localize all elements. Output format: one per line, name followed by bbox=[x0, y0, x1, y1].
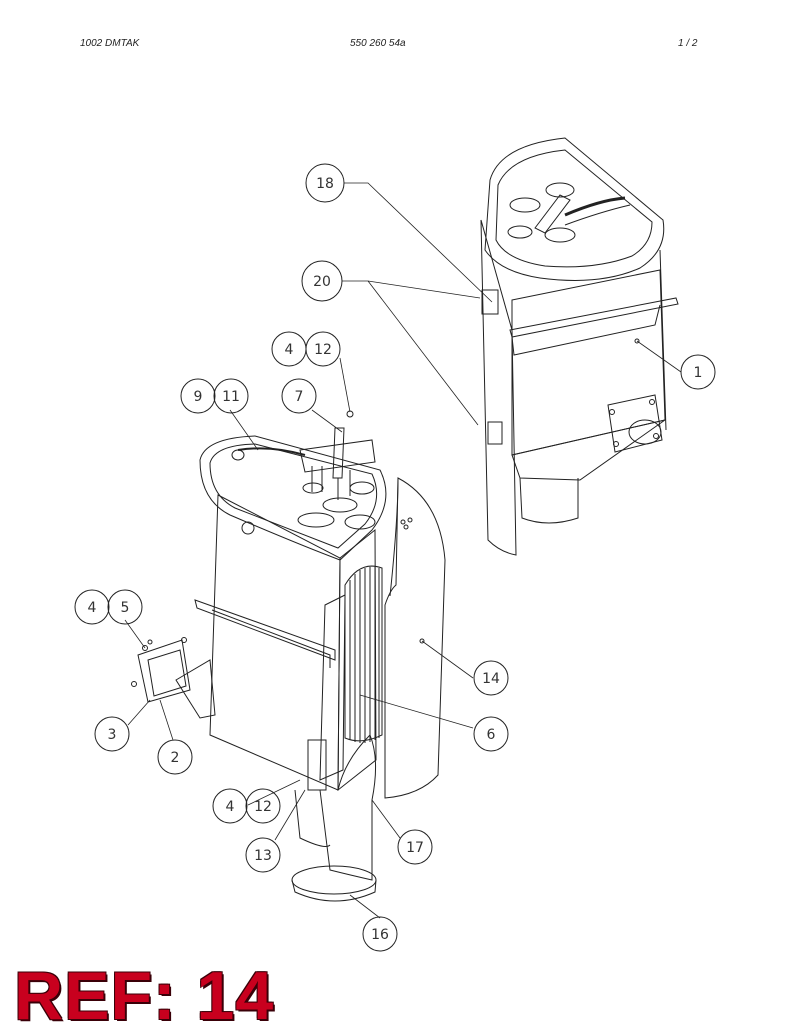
exploded-housing bbox=[131, 410, 446, 902]
svg-text:1: 1 bbox=[694, 365, 703, 381]
outlet-pipe bbox=[519, 477, 579, 524]
svg-text:4: 4 bbox=[88, 600, 97, 616]
balloon-14: 14 bbox=[473, 660, 509, 696]
svg-text:14: 14 bbox=[482, 671, 500, 687]
filter-cartridge bbox=[344, 565, 383, 743]
assembled-filter-unit bbox=[480, 137, 679, 556]
hinge-plate bbox=[307, 739, 327, 791]
balloon-4-bottom: 4 bbox=[212, 788, 248, 824]
svg-text:4: 4 bbox=[285, 342, 294, 358]
svg-text:12: 12 bbox=[314, 342, 332, 358]
svg-text:17: 17 bbox=[406, 840, 424, 856]
svg-text:6: 6 bbox=[487, 727, 496, 743]
header-doc-code: 1002 DMTAK bbox=[80, 38, 140, 49]
balloon-3: 3 bbox=[94, 716, 130, 752]
svg-text:7: 7 bbox=[295, 389, 304, 405]
svg-text:16: 16 bbox=[371, 927, 389, 943]
balloon-17: 17 bbox=[397, 829, 433, 865]
body-left-panel bbox=[480, 219, 517, 556]
top-cap bbox=[484, 137, 665, 281]
access-cover bbox=[384, 477, 446, 799]
balloon-13: 13 bbox=[245, 837, 281, 873]
header-page-number: 1 / 2 bbox=[678, 38, 698, 49]
balloon-4-top: 4 bbox=[271, 331, 307, 367]
housing-side-panel bbox=[337, 528, 377, 792]
balloon-4-left: 4 bbox=[74, 589, 110, 625]
inlet-flange bbox=[137, 639, 191, 703]
svg-text:2: 2 bbox=[171, 750, 180, 766]
inlet-duct bbox=[175, 659, 216, 719]
leader-lines bbox=[124, 182, 682, 919]
balloon-18: 18 bbox=[305, 163, 345, 203]
balloon-7: 7 bbox=[281, 378, 317, 414]
clip-lower bbox=[487, 421, 503, 445]
svg-text:11: 11 bbox=[222, 389, 240, 405]
top-manifold bbox=[534, 194, 571, 234]
svg-text:4: 4 bbox=[226, 799, 235, 815]
clamp-band bbox=[291, 865, 377, 895]
body-front-panel bbox=[511, 269, 666, 456]
svg-text:12: 12 bbox=[254, 799, 272, 815]
header-part-number: 550 260 54a bbox=[350, 38, 406, 49]
balloon-9: 9 bbox=[180, 378, 216, 414]
mounting-rail bbox=[509, 297, 679, 338]
balloon-2: 2 bbox=[157, 739, 193, 775]
balloon-1: 1 bbox=[680, 354, 716, 390]
balloon-16: 16 bbox=[362, 916, 398, 952]
housing-mounting-rail bbox=[194, 599, 336, 661]
svg-text:20: 20 bbox=[313, 274, 331, 290]
balloon-6: 6 bbox=[473, 716, 509, 752]
reference-label: REF: 14 bbox=[14, 958, 275, 1034]
lower-skirt bbox=[319, 734, 377, 881]
svg-text:13: 13 bbox=[254, 848, 272, 864]
balloon-5: 5 bbox=[107, 589, 143, 625]
balloon-12-top: 12 bbox=[305, 331, 341, 367]
housing-top-cap bbox=[199, 435, 387, 561]
svg-text:5: 5 bbox=[121, 600, 130, 616]
hinge-strip bbox=[319, 594, 346, 781]
clip-upper bbox=[481, 289, 499, 315]
side-flange bbox=[607, 394, 663, 453]
balloon-12-bottom: 12 bbox=[245, 788, 281, 824]
svg-text:18: 18 bbox=[316, 176, 334, 192]
svg-text:3: 3 bbox=[108, 727, 117, 743]
balloon-20: 20 bbox=[301, 260, 343, 302]
top-manifold-tube bbox=[299, 439, 376, 473]
balloon-11: 11 bbox=[213, 378, 249, 414]
svg-text:9: 9 bbox=[194, 389, 203, 405]
